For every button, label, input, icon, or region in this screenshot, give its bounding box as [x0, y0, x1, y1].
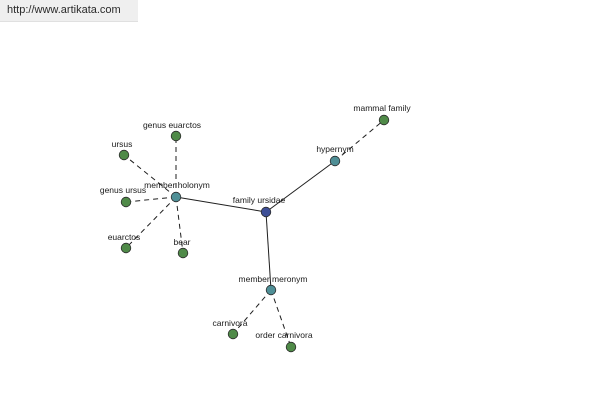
- labels-layer: family ursidae hypernym mammal family membe…: [100, 103, 411, 340]
- node-ursus[interactable]: [118, 149, 130, 161]
- edge-holonym-bear: [175, 196, 184, 254]
- edges-layer: [123, 119, 385, 348]
- edge-family-holonym: [175, 196, 267, 213]
- node-label-genus-euarctos[interactable]: genus euarctos: [143, 120, 201, 130]
- node-label-family[interactable]: family ursidae: [233, 195, 286, 205]
- edge-holonym-euarctos: [125, 196, 177, 249]
- node-label-meronym[interactable]: member meronym: [239, 274, 308, 284]
- node-genus-ursus[interactable]: [120, 196, 132, 208]
- node-label-euarctos[interactable]: euarctos: [108, 232, 141, 242]
- edge-holonym-genus_ursus: [125, 196, 177, 203]
- edge-meronym-carnivora: [232, 289, 272, 335]
- node-label-genus-ursus[interactable]: genus ursus: [100, 185, 146, 195]
- node-label-ursus[interactable]: ursus: [112, 139, 133, 149]
- node-bear[interactable]: [177, 247, 189, 259]
- node-family[interactable]: [260, 206, 272, 218]
- node-label-mammal[interactable]: mammal family: [353, 103, 411, 113]
- url-banner[interactable]: http://www.artikata.com: [0, 0, 138, 22]
- node-genus-euarctos[interactable]: [170, 130, 182, 142]
- node-label-hypernym[interactable]: hypernym: [316, 144, 353, 154]
- node-label-bear[interactable]: bear: [173, 237, 190, 247]
- node-hypernym[interactable]: [329, 155, 341, 167]
- edge-meronym-order_carnivora: [270, 289, 292, 348]
- edge-family-hypernym: [265, 160, 336, 213]
- node-carnivora[interactable]: [227, 328, 239, 340]
- edge-hypernym-mammal: [334, 119, 385, 162]
- node-mammal[interactable]: [378, 114, 390, 126]
- edge-holonym-ursus: [123, 154, 177, 198]
- node-meronym[interactable]: [265, 284, 277, 296]
- node-label-carnivora[interactable]: carnivora: [213, 318, 248, 328]
- site-url-link[interactable]: http://www.artikata.com: [7, 4, 121, 16]
- edge-family-meronym: [265, 211, 272, 291]
- node-euarctos[interactable]: [120, 242, 132, 254]
- nodes-layer: [118, 114, 390, 353]
- node-holonym[interactable]: [170, 191, 182, 203]
- node-order-carnivora[interactable]: [285, 341, 297, 353]
- node-label-order-carnivora[interactable]: order carnivora: [255, 330, 312, 340]
- node-label-holonym[interactable]: member holonym: [144, 180, 210, 190]
